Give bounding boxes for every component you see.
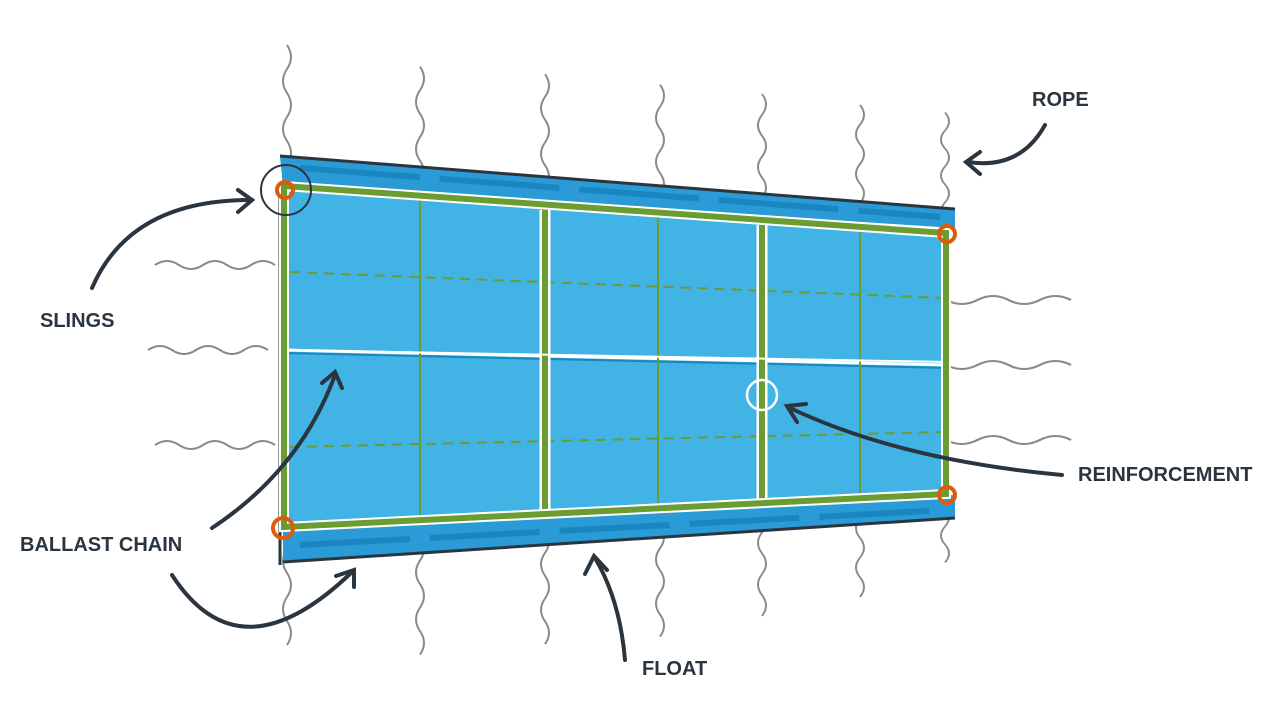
reinforcement-strips xyxy=(539,210,768,516)
sling-ring xyxy=(275,180,295,200)
ballast-chain-arrow-upper xyxy=(210,373,337,530)
callout-arrows xyxy=(90,123,1064,662)
thin-seams xyxy=(419,195,861,520)
label-rope: ROPE xyxy=(1032,89,1089,111)
float-arrow xyxy=(593,556,627,662)
sling-ring xyxy=(271,516,295,540)
rope-horizontal xyxy=(154,260,276,270)
sling-ring xyxy=(937,224,957,244)
label-float: FLOAT xyxy=(642,658,708,680)
reinforcement-highlight-circle xyxy=(745,378,779,412)
rope-horizontal xyxy=(147,345,269,355)
sling-ring xyxy=(937,485,957,505)
label-slings: SLINGS xyxy=(40,310,115,332)
slings-arrow xyxy=(90,198,252,290)
label-ballast-chain: BALLAST CHAIN xyxy=(20,534,183,556)
rope-arrow xyxy=(966,123,1047,166)
ballast-chain-arrow-lower xyxy=(170,570,354,629)
slings xyxy=(271,180,957,540)
dashed-line xyxy=(289,271,946,299)
dashed-line xyxy=(289,431,946,448)
reinforcement-arrow xyxy=(788,406,1064,477)
rope-horizontal xyxy=(154,440,276,450)
label-reinforcement: REINFORCEMENT xyxy=(1078,464,1253,486)
sling-highlight-circle xyxy=(260,164,312,216)
